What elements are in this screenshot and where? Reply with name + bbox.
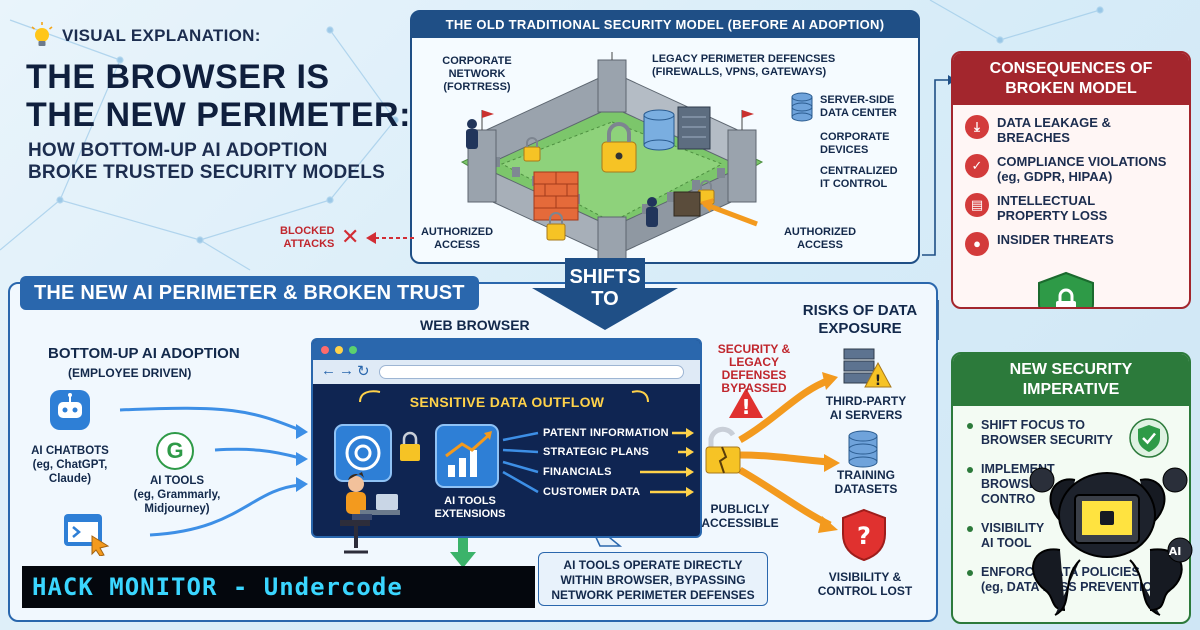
- flow-item-customer: CUSTOMER DATA: [543, 486, 641, 498]
- shifts-arrow-icon: [532, 258, 678, 330]
- new-perimeter-title: THE NEW AI PERIMETER & BROKEN TRUST: [20, 276, 479, 310]
- svg-text:AI: AI: [1169, 545, 1182, 558]
- shield-alert-icon: ?: [842, 508, 886, 562]
- list-item: ● INSIDER THREATS: [965, 232, 1185, 256]
- forward-arrow-icon: →: [339, 362, 354, 379]
- list-item: ✓ COMPLIANCE VIOLATIONS(eg, GDPR, HIPAA): [965, 154, 1185, 184]
- svg-text:?: ?: [857, 522, 871, 550]
- flow-item-patent: PATENT INFORMATION: [543, 427, 669, 439]
- checkmark-icon: ✓: [965, 154, 989, 178]
- download-icon: ⤓: [965, 115, 989, 139]
- adoption-subtitle: (EMPLOYEE DRIVEN): [68, 366, 192, 380]
- back-arrow-icon: ←: [321, 362, 336, 379]
- terminal-window-icon: [64, 514, 110, 556]
- flow-item-strategic: STRATEGIC PLANS: [543, 446, 650, 458]
- sensitive-data-outflow-title: SENSITIVE DATA OUTFLOW: [409, 394, 605, 410]
- label-visibility: VISIBILITY &CONTROL LOST: [817, 570, 913, 598]
- svg-text:!: !: [875, 373, 881, 389]
- page-subtitle: HOW BOTTOM-UP AI ADOPTION BROKE TRUSTED …: [28, 140, 385, 183]
- reload-icon: ↻: [357, 363, 370, 380]
- consequences-list: ⤓ DATA LEAKAGE &BREACHES ✓ COMPLIANCE VI…: [965, 115, 1185, 265]
- brand-banner: HACK MONITOR - Undercode: [22, 566, 535, 608]
- address-bar: [379, 365, 684, 379]
- shield-lock-icon: [1038, 271, 1094, 307]
- warning-icon: !: [729, 388, 763, 419]
- svg-text:!: !: [741, 395, 750, 419]
- maximize-dot: [349, 346, 357, 354]
- page-title: THE BROWSER IS THE NEW PERIMETER:: [26, 58, 411, 134]
- blocked-x-icon: ✕: [341, 224, 360, 249]
- browser-toolbar: ← → ↻: [313, 360, 700, 384]
- octopus-hacker-logo: AI: [1029, 467, 1193, 616]
- person-icon: ●: [965, 232, 989, 256]
- adoption-title: BOTTOM-UP AI ADOPTION: [48, 345, 240, 362]
- flow-item-financials: FINANCIALS: [543, 466, 612, 478]
- browser-titlebar: [313, 340, 700, 360]
- minimize-dot: [335, 346, 343, 354]
- eyebrow-text: VISUAL EXPLANATION:: [62, 26, 261, 45]
- shield-check-icon: [1129, 418, 1169, 458]
- label-ai-tools: AI TOOLS(eg, Grammarly,Midjourney): [133, 475, 221, 515]
- web-browser-label: WEB BROWSER: [420, 317, 530, 333]
- blocked-arrow-icon: [366, 232, 414, 244]
- fortress-illustration: [460, 52, 764, 262]
- broken-lock-icon: [705, 426, 741, 474]
- lightbulb-icon: [31, 22, 53, 46]
- database-icon: [791, 92, 813, 122]
- grammarly-icon: G: [156, 432, 194, 470]
- list-item: ⤓ DATA LEAKAGE &BREACHES: [965, 115, 1185, 145]
- chatbot-icon: [50, 390, 90, 430]
- close-dot: [321, 346, 329, 354]
- database-icon: [848, 430, 878, 468]
- old-model-panel: THE OLD TRADITIONAL SECURITY MODEL (BEFO…: [410, 10, 920, 264]
- server-warning-icon: !: [843, 348, 892, 389]
- eyebrow: VISUAL EXPLANATION:: [30, 22, 261, 50]
- old-model-title: THE OLD TRADITIONAL SECURITY MODEL (BEFO…: [412, 12, 918, 38]
- label-chatbots: AI CHATBOTS(eg, ChatGPT,Claude): [31, 445, 109, 485]
- label-legacy-defenses: LEGACY PERIMETER DEFENCSES(FIREWALLS, VP…: [652, 53, 836, 78]
- document-icon: ▤: [965, 193, 989, 217]
